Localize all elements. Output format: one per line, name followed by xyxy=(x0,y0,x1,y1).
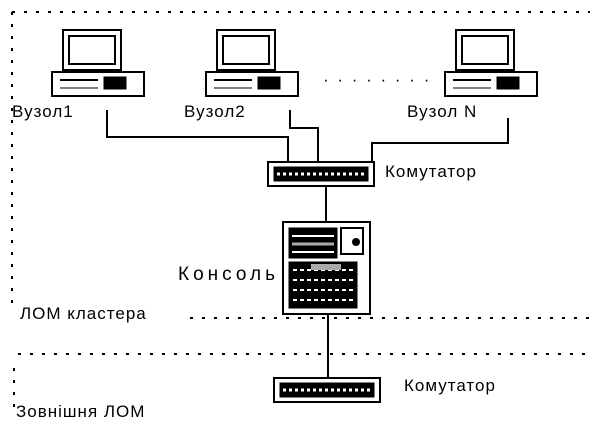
computer-node-n xyxy=(445,30,537,96)
computer-node-1 xyxy=(52,30,144,96)
cluster-switch xyxy=(268,162,374,186)
cluster-lan-label: ЛОМ кластера xyxy=(20,304,147,324)
node-2-label: Вузол2 xyxy=(184,102,246,122)
node-1-label: Вузол1 xyxy=(12,102,74,122)
computer-node-2 xyxy=(206,30,298,96)
external-switch xyxy=(274,378,380,402)
node-n-label: Вузол N xyxy=(407,102,477,122)
cluster-switch-label: Комутатор xyxy=(385,162,477,182)
console-label: Консоль xyxy=(178,264,279,286)
external-lan-label: Зовнішня ЛОМ xyxy=(16,402,145,422)
console-server xyxy=(283,222,370,314)
external-switch-label: Комутатор xyxy=(404,376,496,396)
ellipsis-label: · · · · · · · · xyxy=(323,70,431,90)
